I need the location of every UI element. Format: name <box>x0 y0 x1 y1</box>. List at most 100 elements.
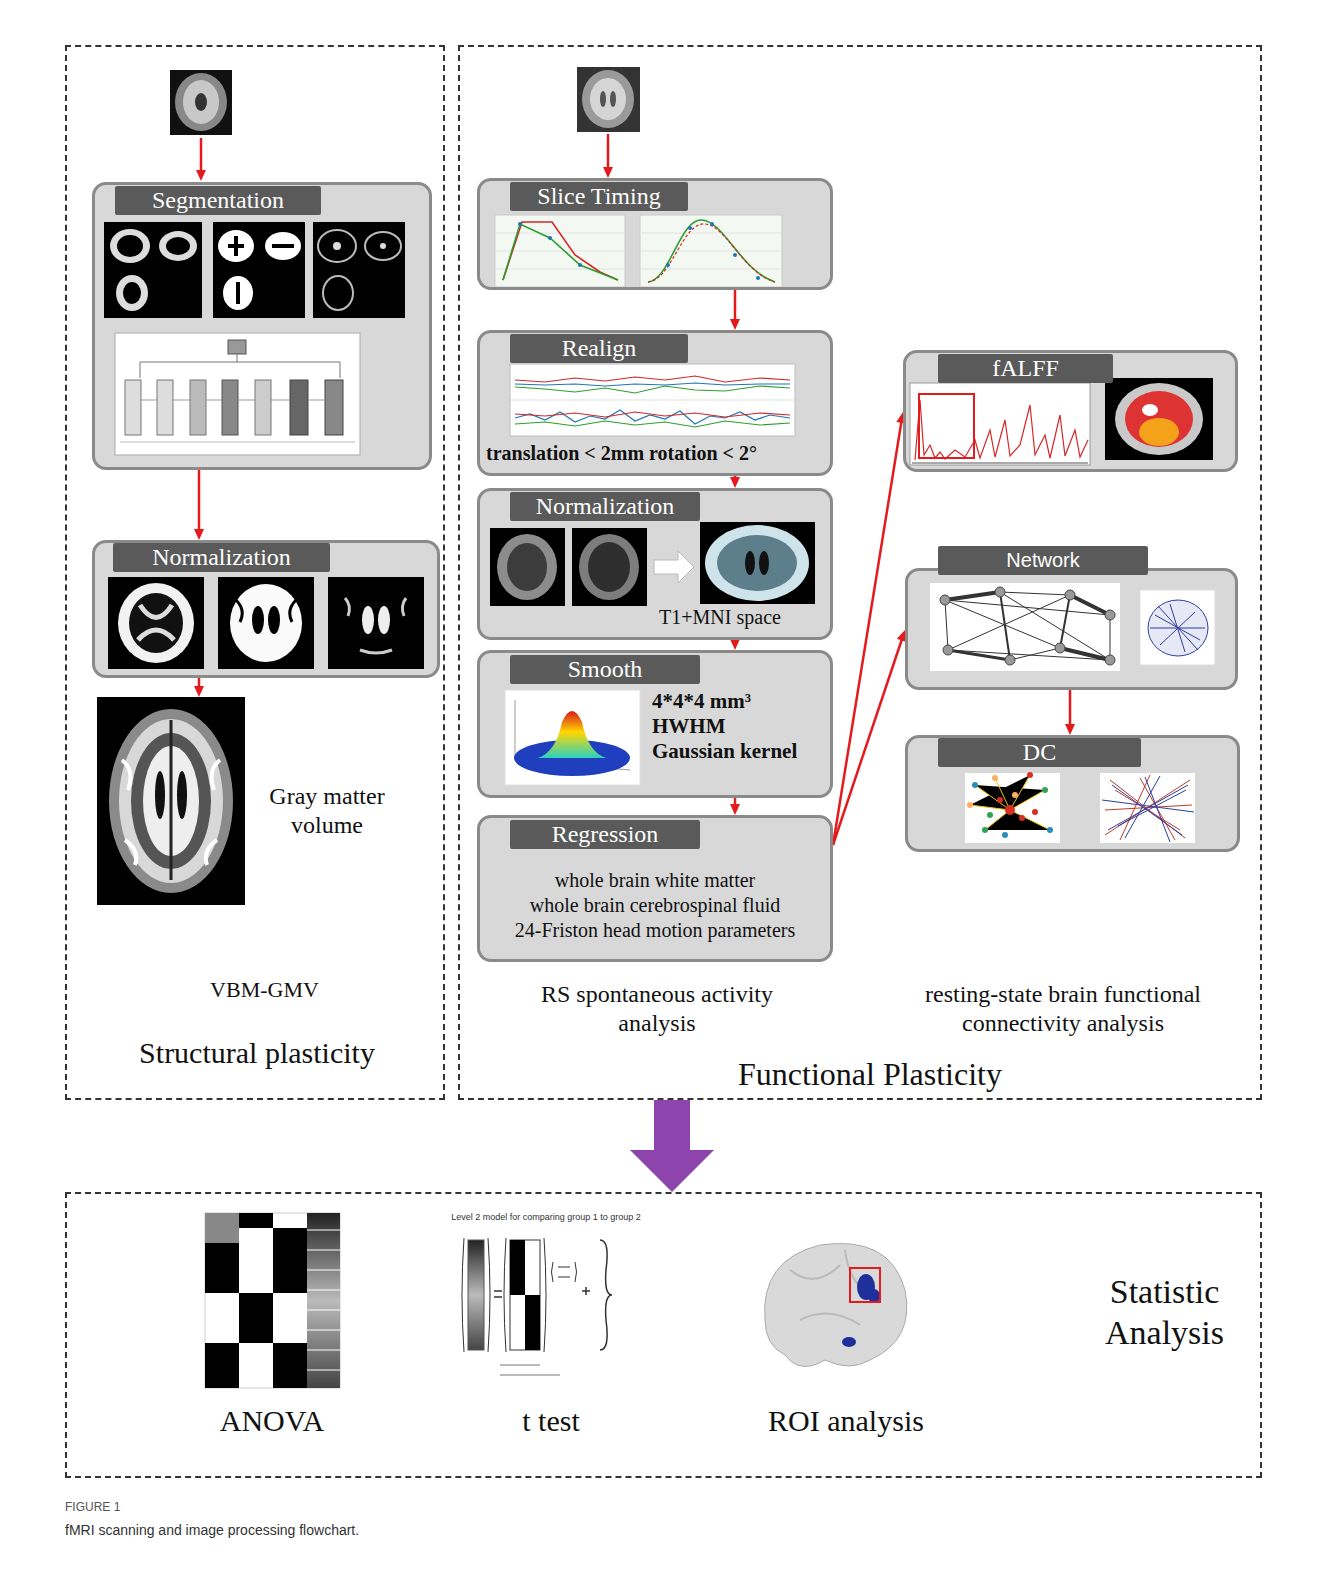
realign-motion-plot-part <box>515 421 790 427</box>
network-graph-part <box>1148 600 1208 656</box>
normalization-images-part <box>328 577 424 669</box>
anova-design-matrix-part <box>239 1293 273 1343</box>
input-arrow-part <box>196 170 206 181</box>
falff-spectrum-part <box>1142 404 1158 416</box>
normalization-images-part <box>108 577 204 669</box>
slice-timing-charts-part <box>548 236 552 240</box>
realign-motion-plot-part <box>510 400 795 401</box>
tab-heading: Slice Timing <box>510 182 688 211</box>
segmentation-images-part <box>380 243 386 249</box>
network-graph-part <box>1055 643 1065 653</box>
anova-design-matrix-part <box>273 1243 307 1293</box>
arrow-head <box>194 529 204 540</box>
parameter-text: T1+MNI space <box>640 605 800 629</box>
anova-design-matrix-part <box>273 1343 307 1388</box>
degree-centrality-plots-part <box>1019 815 1025 821</box>
normalization-images-part <box>378 606 390 634</box>
slice-timing-charts-part <box>733 253 737 257</box>
degree-centrality-plots-part <box>1047 827 1053 833</box>
degree-centrality-plots-part <box>1005 805 1015 815</box>
falff-spectrum-part <box>915 400 1088 460</box>
segmentation-images-part <box>159 231 197 261</box>
falff-spectrum-part <box>1125 391 1193 447</box>
falff-spectrum-part <box>1105 378 1213 460</box>
method-caption: ROI analysis <box>751 1403 941 1439</box>
normalization-images-part <box>490 528 565 606</box>
normalization-images-part <box>705 525 809 601</box>
input-arrow-part <box>200 138 203 170</box>
segmentation-schematic-part <box>290 380 308 435</box>
segmentation-schematic-part <box>157 380 173 435</box>
box-fill <box>478 179 832 289</box>
roi-brain-render-part <box>842 1337 856 1347</box>
slice-timing-charts-part <box>648 224 775 282</box>
segmentation-images-part <box>213 222 305 318</box>
figure-annotation: Level 2 model for comparing group 1 to g… <box>416 1212 676 1223</box>
network-graph-part <box>1140 590 1215 665</box>
degree-centrality-plots <box>965 772 1195 843</box>
input-arrow-part <box>603 167 613 178</box>
structural-panel: VBM-GMVStructural plasticitySegmentation… <box>65 45 445 1100</box>
anova-design-matrix-part <box>273 1228 307 1243</box>
input-arrow-part <box>607 134 610 167</box>
realign-motion-plot-part <box>515 386 790 393</box>
connector <box>833 412 906 845</box>
realign-motion-plot-part <box>510 364 795 436</box>
arrow-head <box>1065 724 1075 735</box>
segmentation-images-part <box>265 232 301 260</box>
brain-image-t1 <box>170 70 232 135</box>
box-fill <box>904 351 1237 471</box>
degree-centrality-plots-part <box>967 772 1053 838</box>
degree-centrality-plots-part <box>997 797 1003 803</box>
connector <box>730 798 740 815</box>
normalization-images-part <box>345 598 406 653</box>
segmentation-schematic-part <box>125 380 141 435</box>
network-graph-part <box>1065 590 1075 600</box>
segmentation-schematic-part <box>325 380 343 435</box>
degree-centrality-plots-part <box>970 775 1050 830</box>
box-fills <box>93 179 1239 961</box>
segmentation-images-part <box>110 229 150 263</box>
brain-image-epi-part <box>577 67 640 132</box>
slice-timing-charts-part <box>578 263 582 267</box>
degree-centrality-plots-part <box>1042 787 1048 793</box>
arrow-head <box>730 319 740 330</box>
degree-centrality-plots-part <box>1100 773 1195 843</box>
normalization-images-part <box>268 606 280 634</box>
arrow-head <box>194 686 204 697</box>
network-graph-part <box>930 583 1120 671</box>
segmentation-images-part <box>236 282 240 304</box>
process-box: Regressionwhole brain white matterwhole … <box>477 815 833 962</box>
parameter-text: 4*4*4 mm³ HWHM Gaussian kernel <box>652 689 812 765</box>
t-test-model-part <box>462 1238 490 1352</box>
degree-centrality-plots-part <box>992 775 998 781</box>
tab-heading: Smooth <box>510 655 700 684</box>
degree-centrality-plots-part <box>987 812 993 818</box>
degree-centrality-plots-part <box>982 827 988 833</box>
normalization-images-part <box>759 551 769 575</box>
tab-heading: Realign <box>510 334 688 363</box>
gray-matter-image-part <box>119 719 223 883</box>
process-box: Segmentation <box>92 182 432 470</box>
network-graph-part <box>948 595 1070 650</box>
connector-line <box>198 678 201 687</box>
gray-matter-image-part <box>97 697 245 905</box>
degree-centrality-plots-part <box>1012 792 1018 798</box>
input-arrow <box>196 138 206 181</box>
network-graph-part <box>940 587 1115 665</box>
t-test-model-part <box>525 1295 540 1350</box>
network-graph-part <box>945 600 1110 615</box>
arrow-head <box>730 639 740 650</box>
process-box: DC <box>905 735 1240 852</box>
column-label: resting-state brain functional connectiv… <box>888 980 1238 1038</box>
segmentation-schematic-part <box>228 340 246 354</box>
method-label: VBM-GMV <box>167 977 362 1003</box>
normalization-images <box>108 577 424 669</box>
connector-line <box>198 470 201 530</box>
falff-spectrum-part <box>1139 418 1179 446</box>
segmentation-images <box>104 222 405 318</box>
normalization-images-part <box>717 535 797 591</box>
normalization-images-part <box>138 605 174 640</box>
